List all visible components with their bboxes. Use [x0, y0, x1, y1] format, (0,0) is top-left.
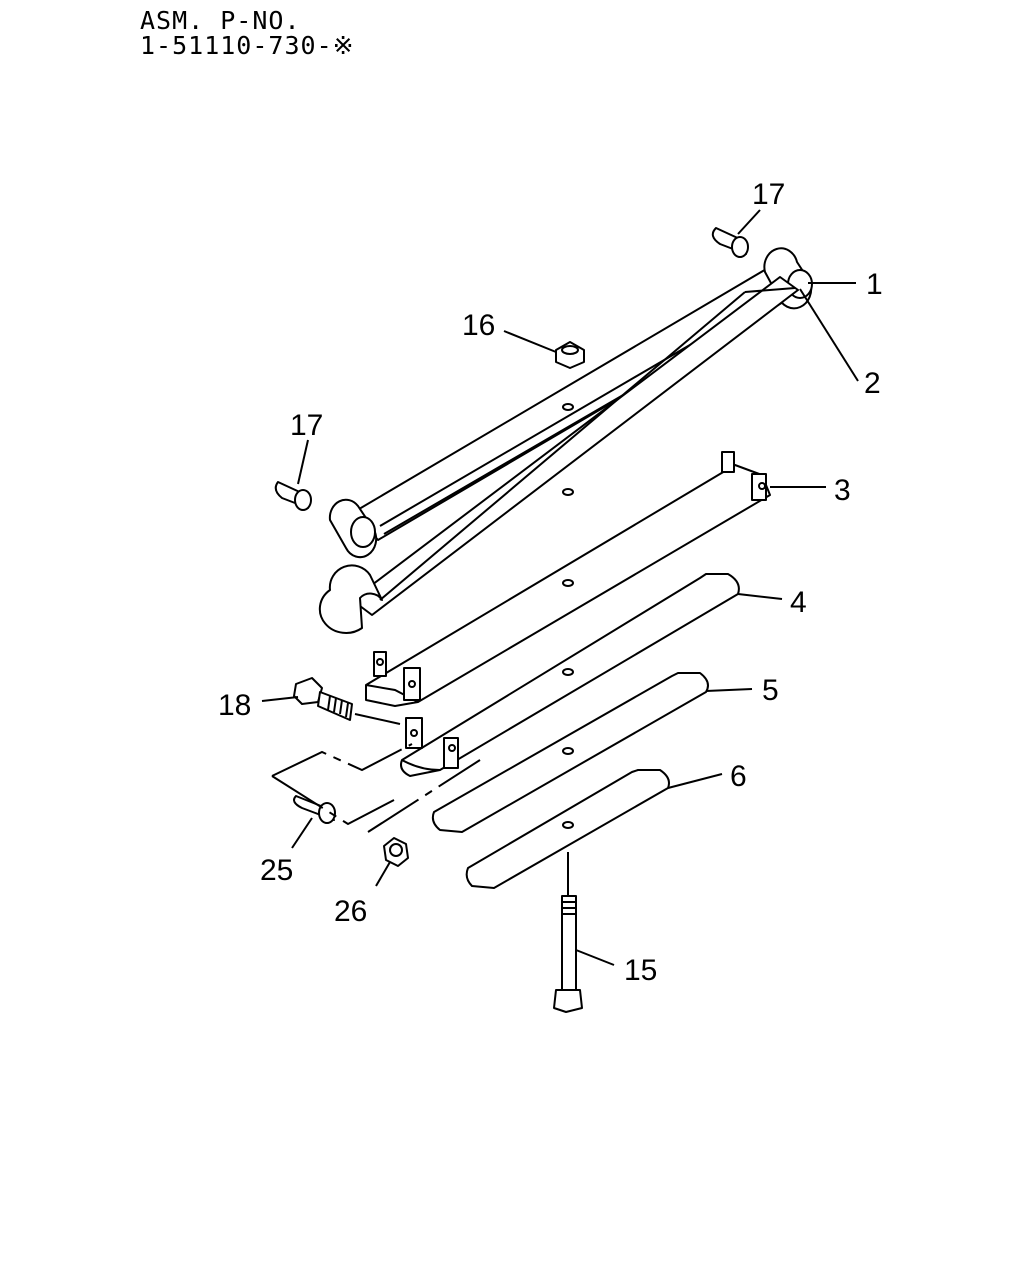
leaf-5 [431, 672, 709, 833]
leaf-6 [465, 769, 670, 889]
callout-17-top: 17 [752, 178, 785, 211]
callout-25: 26 [334, 895, 367, 928]
callout-18: 18 [218, 689, 251, 722]
leaf-with-clips-3 [365, 451, 771, 707]
callout-6: 6 [730, 760, 747, 793]
second-leaf-2 [318, 276, 799, 634]
callout-3: 3 [834, 474, 851, 507]
callout-16: 16 [462, 309, 495, 342]
assembly-part-number: 1-51110-730-※ [140, 31, 355, 60]
bushing-17-top [711, 227, 749, 258]
leaf-4 [400, 573, 740, 777]
assembly-phantom-lines [271, 713, 481, 833]
callout-15: 15 [624, 954, 657, 987]
callout-17-left: 17 [290, 409, 323, 442]
clip-bolt-18 [293, 677, 353, 721]
callout-4: 4 [790, 586, 807, 619]
bushing-17-left [274, 481, 312, 511]
callout-1: 1 [866, 268, 883, 301]
callout-2: 2 [864, 367, 881, 400]
leader-lines [261, 209, 859, 966]
callout-26: 25 [260, 854, 293, 887]
nut-25 [383, 837, 409, 867]
center-bolt-15 [553, 852, 583, 1013]
assembly-label: ASM. P-NO. [140, 6, 301, 35]
nut-16 [555, 341, 585, 369]
callout-5: 5 [762, 674, 779, 707]
spacer-26 [293, 795, 336, 824]
